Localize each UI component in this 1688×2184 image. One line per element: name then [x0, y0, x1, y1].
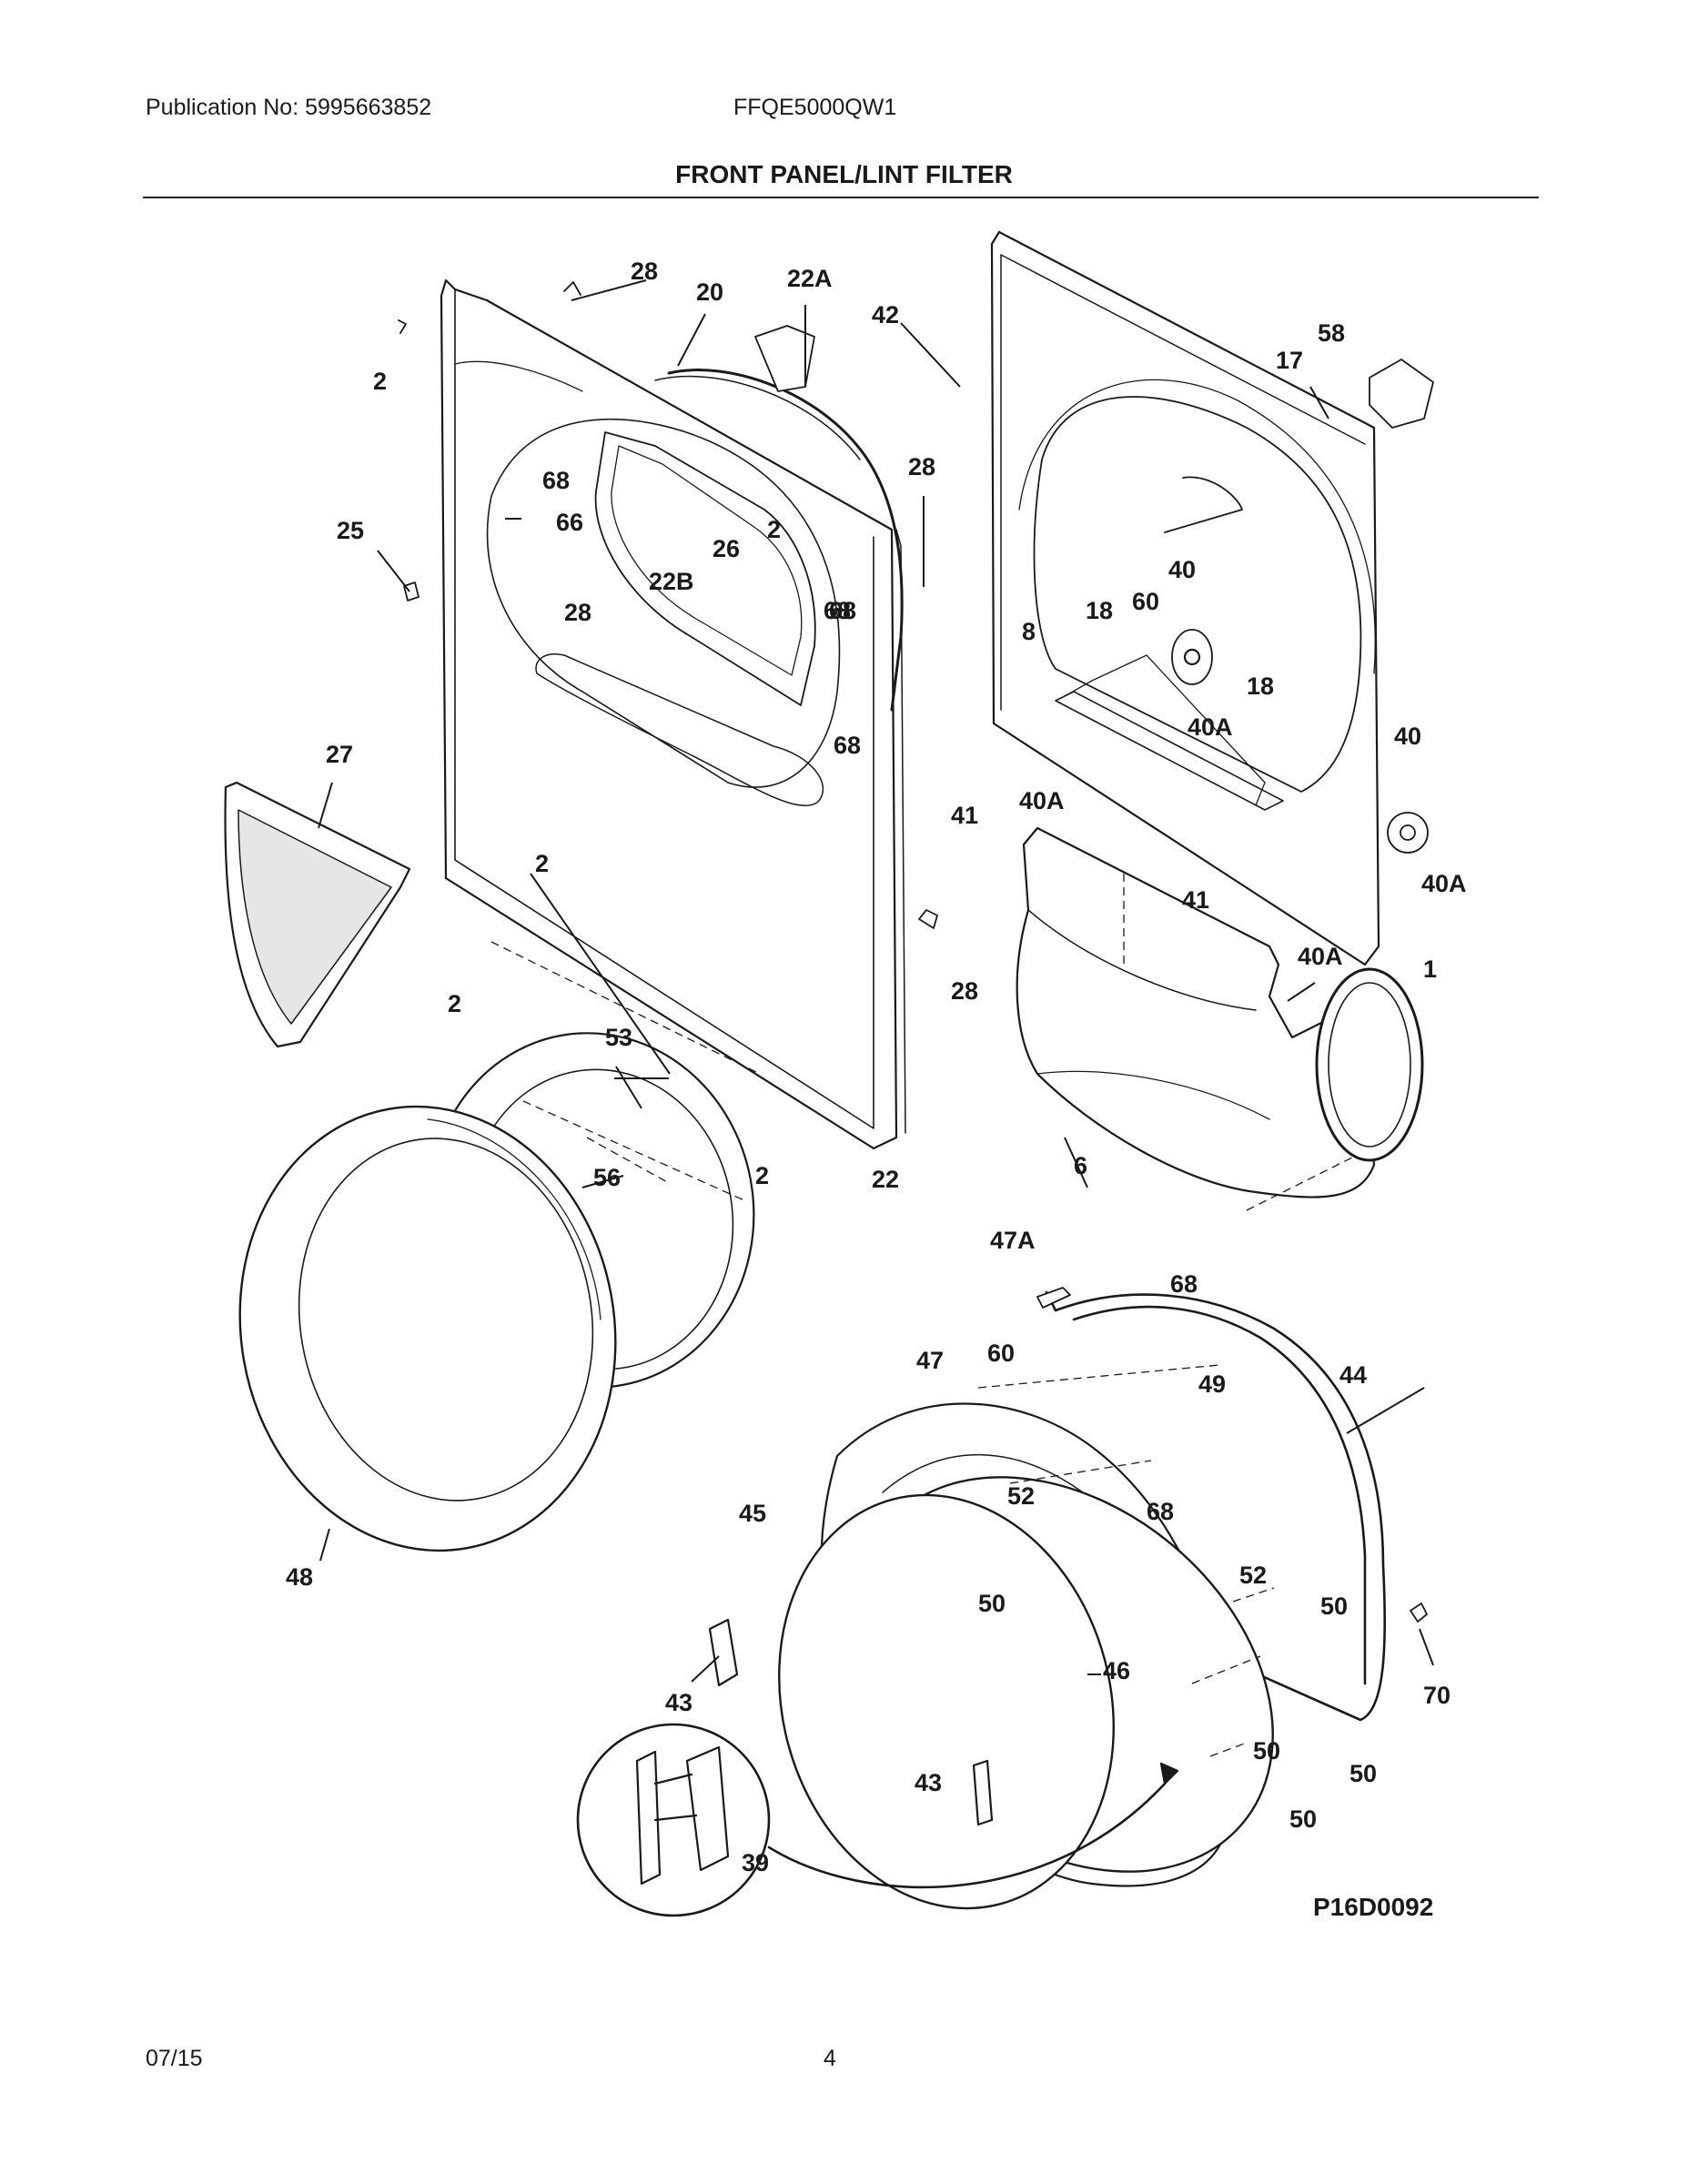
part-callout: 44 — [1339, 1361, 1367, 1389]
publication-number: Publication No: 5995663852 — [146, 95, 432, 120]
part-callout: 2 — [755, 1162, 769, 1189]
part-callout: 49 — [1198, 1370, 1226, 1398]
part-callout: 18 — [1086, 597, 1113, 624]
part-callout: 26 — [713, 535, 740, 562]
part-callout: 39 — [742, 1849, 769, 1876]
part-callout: 17 — [1276, 347, 1303, 374]
part-callout: 40A — [1421, 870, 1467, 897]
part-callout: 60 — [987, 1340, 1015, 1367]
hinge-43 — [708, 1618, 739, 1687]
part-callout: 41 — [951, 802, 978, 829]
part-callout: 22 — [872, 1166, 899, 1193]
part-callout: 47 — [916, 1347, 944, 1374]
part-callout: 45 — [739, 1500, 766, 1527]
part-callout: 70 — [1423, 1682, 1450, 1709]
part-callout: 28 — [951, 977, 978, 1005]
part-callout: 40A — [1188, 713, 1233, 741]
part-callout: 6 — [1074, 1152, 1087, 1179]
part-callout: 50 — [1289, 1805, 1317, 1833]
part-callout: 2 — [373, 368, 387, 395]
part-callout: 53 — [605, 1024, 632, 1051]
part-callout: 56 — [593, 1164, 621, 1191]
part-callout: 22B — [649, 568, 694, 595]
footer-date: 07/15 — [146, 2046, 203, 2071]
part-callout: 50 — [1349, 1760, 1377, 1787]
lint-filter-27 — [224, 781, 411, 1048]
part-callout: 68 — [1170, 1270, 1198, 1298]
part-callout: 28 — [564, 599, 591, 626]
part-callout: 50 — [978, 1590, 1006, 1617]
model-number: FFQE5000QW1 — [733, 95, 897, 120]
part-callout: 50 — [1253, 1737, 1280, 1764]
part-callout: 27 — [326, 741, 353, 768]
part-callout: 40 — [1168, 556, 1196, 583]
part-callout: 40A — [1019, 787, 1065, 814]
door-trim-48 — [238, 1105, 617, 1552]
part-callout: 43 — [915, 1769, 942, 1796]
part-callout: 58 — [1318, 319, 1345, 347]
part-callout: 68 — [1147, 1498, 1174, 1525]
part-callout: 68 — [829, 597, 856, 624]
reference-code: P16D0092 — [1313, 1893, 1433, 1921]
part-callout: 8 — [1022, 618, 1036, 645]
part-callout: 48 — [286, 1563, 313, 1591]
part-callout: 2 — [535, 850, 549, 877]
part-callout: 2 — [448, 990, 461, 1017]
part-callout: 43 — [665, 1689, 692, 1716]
seal-1 — [1315, 967, 1424, 1162]
title-divider — [143, 197, 1539, 198]
part-callout: 68 — [542, 467, 570, 494]
page-title: FRONT PANEL/LINT FILTER — [675, 160, 1013, 188]
part-callout: 42 — [872, 301, 899, 329]
gasket-44 — [1045, 1290, 1387, 1722]
part-callout: 28 — [908, 453, 935, 480]
part-callout: 68 — [824, 597, 851, 624]
seal-20 — [667, 369, 904, 712]
part-callout: 18 — [1247, 672, 1274, 700]
front-panel-22 — [440, 278, 906, 1150]
part-callout: 52 — [1007, 1482, 1035, 1510]
part-callout: 60 — [1132, 588, 1159, 615]
part-callout: 46 — [1103, 1657, 1130, 1684]
part-callout: 25 — [337, 517, 364, 544]
part-callout: 1 — [1423, 956, 1437, 983]
part-callout: 40A — [1298, 943, 1343, 970]
part-callout: 50 — [1320, 1592, 1348, 1620]
hinge-detail-39 — [576, 1723, 1179, 1917]
duct-6 — [1016, 826, 1376, 1198]
part-callout: 41 — [1182, 886, 1209, 914]
part-callout: 68 — [834, 732, 861, 759]
part-callout: 66 — [556, 509, 583, 536]
part-callout: 2 — [767, 516, 781, 543]
page-number: 4 — [824, 2046, 836, 2071]
part-callout: 40 — [1394, 723, 1421, 750]
part-callout: 22A — [787, 265, 833, 292]
part-callout: 47A — [990, 1227, 1036, 1254]
bulkhead-42 — [990, 230, 1380, 966]
part-callout: 52 — [1239, 1562, 1267, 1589]
part-callout: 28 — [631, 258, 658, 285]
part-callout: 20 — [696, 278, 723, 306]
